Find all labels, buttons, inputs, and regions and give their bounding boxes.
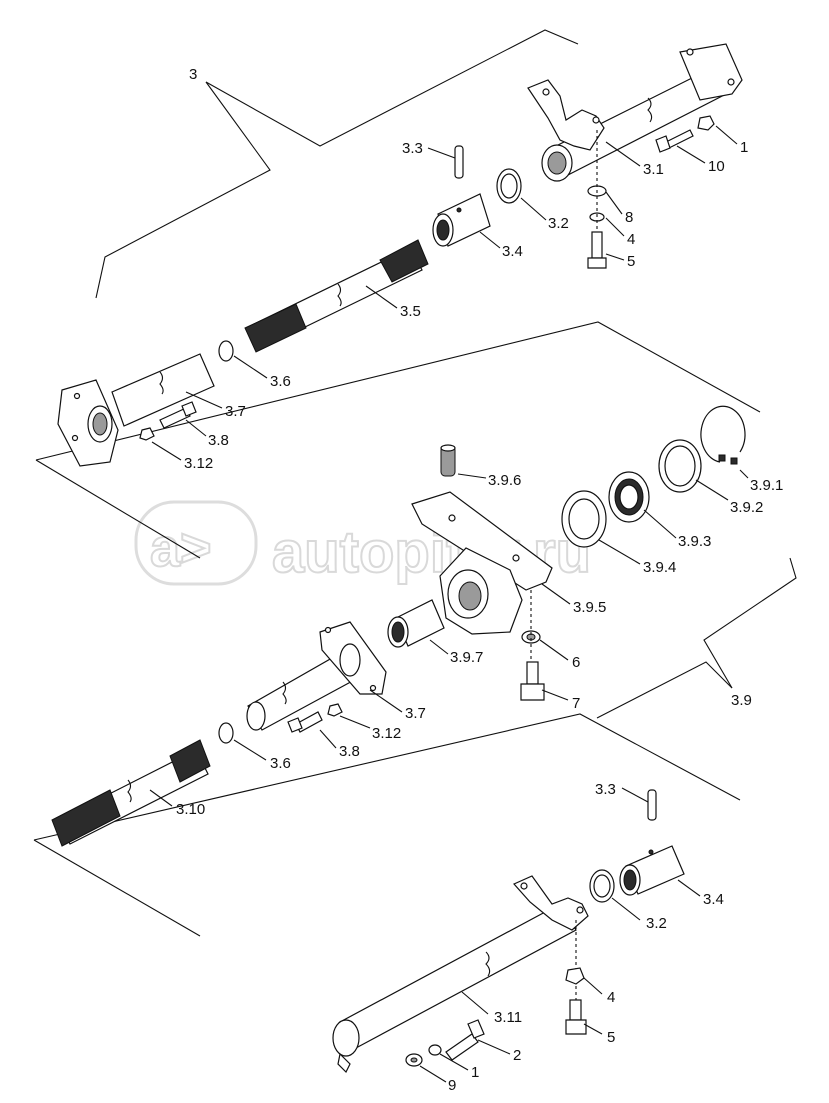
snap-ring-3-9-1 (700, 405, 746, 465)
bearing-3-9-3 (608, 471, 650, 523)
callout-8: 8 (625, 209, 633, 226)
tube-3-11 (332, 875, 589, 1074)
callout-3-5: 3.5 (400, 303, 421, 320)
callout-3-9-4: 3.9.4 (643, 559, 676, 576)
callout-labels: 3 3.9 3.3 1 10 3.1 8 4 5 3.2 3.4 3.5 3.6… (176, 66, 783, 1094)
callout-1-top: 1 (740, 139, 748, 156)
shaft-3-10 (51, 739, 211, 847)
svg-text:a>: a> (150, 518, 212, 578)
group-label-3: 3 (189, 66, 197, 83)
pin-3-3-bot (647, 789, 657, 821)
bolt-10 (655, 129, 694, 153)
callout-3-9-6: 3.9.6 (488, 472, 521, 489)
callout-3-12-mid: 3.12 (372, 725, 401, 742)
callout-3-6-top: 3.6 (270, 373, 291, 390)
callout-5-top: 5 (627, 253, 635, 270)
circlip-3-6-mid (218, 722, 234, 744)
group-boundaries (33, 29, 797, 937)
nut-3-12-mid (327, 703, 343, 717)
bolt-3-8-mid (287, 711, 323, 733)
callout-3-8-top: 3.8 (208, 432, 229, 449)
callout-3-9-7: 3.9.7 (450, 649, 483, 666)
bushing-3-9-7 (387, 599, 445, 648)
callout-4-top: 4 (627, 231, 635, 248)
lower-shaft-assembly (51, 621, 387, 847)
callout-9: 9 (448, 1077, 456, 1094)
callout-3-9-1: 3.9.1 (750, 477, 783, 494)
bottom-assembly (332, 789, 685, 1074)
nut-3-12-top (139, 427, 155, 441)
circlip-3-6-top (218, 340, 234, 362)
leader-lines (149, 125, 749, 1083)
bolt-3-8-top (159, 401, 197, 429)
bushing-3-4-bot (619, 845, 685, 896)
callout-4-bot: 4 (607, 989, 615, 1006)
callout-3-6-mid: 3.6 (270, 755, 291, 772)
pin-3-3-top (454, 145, 464, 179)
ring-3-9-4 (561, 490, 607, 548)
nut-1-bot (428, 1044, 442, 1056)
callout-3-3-bot: 3.3 (595, 781, 616, 798)
callout-7: 7 (572, 695, 580, 712)
callout-3-10: 3.10 (176, 801, 205, 818)
nut-4-bot (565, 967, 585, 985)
ring-3-2-bot (589, 869, 615, 903)
callout-3-7-mid: 3.7 (405, 705, 426, 722)
callout-3-1: 3.1 (643, 161, 664, 178)
ring-3-9-2 (658, 439, 702, 493)
nut-1-top (697, 115, 715, 131)
callout-3-8-mid: 3.8 (339, 743, 360, 760)
bolt-2 (445, 1019, 485, 1061)
bushing-3-4-top (432, 193, 491, 247)
lever-housing-3-9-5 (411, 491, 553, 635)
top-assembly (57, 43, 743, 467)
callout-3-2-top: 3.2 (548, 215, 569, 232)
callout-3-2-bot: 3.2 (646, 915, 667, 932)
callout-3-12-top: 3.12 (184, 455, 213, 472)
callout-3-7-top: 3.7 (225, 403, 246, 420)
callout-3-9-2: 3.9.2 (730, 499, 763, 516)
callout-3-3-top: 3.3 (402, 140, 423, 157)
callout-3-9-5: 3.9.5 (573, 599, 606, 616)
callout-3-4-top: 3.4 (502, 243, 523, 260)
callout-2: 2 (513, 1047, 521, 1064)
middle-assembly (387, 405, 746, 701)
callout-3-4-bot: 3.4 (703, 891, 724, 908)
callout-5-bot: 5 (607, 1029, 615, 1046)
callout-10: 10 (708, 158, 725, 175)
callout-1-bot: 1 (471, 1064, 479, 1081)
callout-3-9-3: 3.9.3 (678, 533, 711, 550)
flange-3-7-top (57, 353, 215, 467)
shaft-3-5 (244, 239, 429, 353)
bolt-5-top (587, 231, 607, 269)
callout-6: 6 (572, 654, 580, 671)
bolt-5-bot (565, 999, 587, 1035)
flange-3-7-mid (246, 621, 387, 731)
callout-3-11: 3.11 (494, 1009, 522, 1026)
housing-tube-3-1 (527, 43, 743, 182)
group-label-3-9: 3.9 (731, 692, 752, 709)
bolt-7 (520, 661, 545, 701)
